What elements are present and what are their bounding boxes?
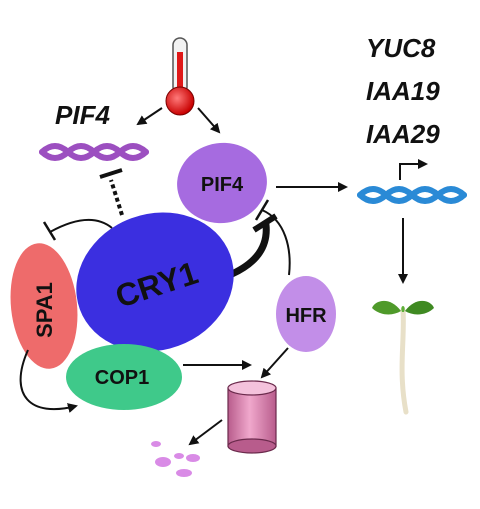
temperature-to-pif4-protein-arrow: [197, 107, 221, 134]
target-gene-iaa29: IAA29: [366, 119, 440, 149]
temperature-to-pif4-gene-arrow: [136, 107, 163, 126]
pif4-gene-label: PIF4: [55, 100, 110, 130]
hfr-to-proteasome-arrow: [260, 347, 289, 379]
pif4-dna-icon: [39, 143, 149, 161]
cry1-node: CRY1: [76, 212, 234, 352]
hfr-label: HFR: [285, 305, 327, 327]
spa1-cop1-arrow: [19, 349, 78, 413]
proteasome-cylinder-icon: [227, 380, 277, 454]
cop1-label: COP1: [95, 367, 149, 389]
pif4-protein-node: PIF4: [177, 142, 267, 224]
target-dna-icon: [357, 186, 467, 204]
hfr-node: HFR: [276, 276, 336, 352]
thermometer-icon: [165, 37, 195, 116]
degradation-arrow: [188, 419, 223, 446]
target-gene-yuc8: YUC8: [366, 33, 436, 63]
seedling-icon: [372, 300, 434, 415]
degraded-fragments-icon: [151, 441, 200, 477]
spa1-node: SPA1: [10, 243, 78, 369]
spa1-label: SPA1: [32, 282, 57, 338]
cry1-inhibits-pif4-protein: [228, 213, 278, 278]
hfr-inhibits-pif4: [254, 199, 291, 276]
promoter-arrow-icon: [399, 159, 428, 180]
pif4-protein-label: PIF4: [201, 174, 244, 196]
cop1-node: COP1: [66, 344, 182, 410]
cry1-inhibits-spa1: [42, 218, 113, 241]
cry1-inhibits-pif4-gene: [99, 168, 124, 216]
target-gene-iaa19: IAA19: [366, 76, 440, 106]
